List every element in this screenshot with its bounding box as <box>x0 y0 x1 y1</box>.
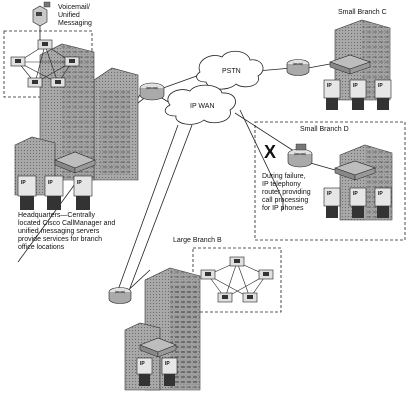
svg-text:IP: IP <box>48 180 53 186</box>
large-branch-b-building <box>124 267 201 391</box>
small-branch-c-switch-icon <box>329 54 371 75</box>
branch-c-router-icon <box>286 59 310 76</box>
hq-server-cluster <box>10 39 80 88</box>
hq-description-line-4: provide services for branch <box>18 236 103 243</box>
hq-switch-icon <box>54 151 96 174</box>
hq-description-line-3: unified messaging servers <box>18 228 100 235</box>
svg-text:IP: IP <box>353 191 358 197</box>
small-branch-c-ip-phones: IP IP IP <box>323 79 392 110</box>
hq-router-icon <box>139 82 165 101</box>
voicemail-server-icon <box>32 1 51 27</box>
hq-description-line-5: office locations <box>18 244 65 251</box>
link-failure-mark: X <box>264 142 276 162</box>
svg-text:IP: IP <box>327 83 332 89</box>
failure-description: During failure, IP telephony router prov… <box>262 173 311 213</box>
svg-text:IP: IP <box>165 361 170 367</box>
svg-text:IP: IP <box>378 83 383 89</box>
svg-text:IP: IP <box>378 191 383 197</box>
svg-text:IP: IP <box>327 191 332 197</box>
small-branch-d-ip-phones: IP IP IP <box>323 187 392 218</box>
failure-description-line-2: IP telephony <box>262 181 301 188</box>
voicemail-label: Voicemail/ Unified Messaging <box>58 4 92 27</box>
failure-description-line-4: call processing <box>262 197 309 204</box>
large-branch-b-switch-icon <box>139 337 177 358</box>
small-branch-d-box <box>254 121 406 241</box>
svg-text:IP: IP <box>77 180 82 186</box>
hq-description: Headquarters—Centrally located Cisco Cal… <box>18 212 115 252</box>
small-branch-d-label: Small Branch D <box>300 126 349 133</box>
svg-text:IP: IP <box>140 361 145 367</box>
large-branch-b-label: Large Branch B <box>173 237 222 244</box>
large-branch-b-router-icon <box>108 287 132 304</box>
small-branch-d-switch-icon <box>334 160 376 181</box>
failure-description-line-3: router providing <box>262 189 311 196</box>
small-branch-c-label: Small Branch C <box>338 9 387 16</box>
failure-description-line-5: for IP phones <box>262 205 304 212</box>
svg-text:IP: IP <box>353 83 358 89</box>
hq-description-line-1: Headquarters—Centrally <box>18 212 96 219</box>
hq-ip-phones: IP IP IP <box>17 175 93 210</box>
large-branch-b-ip-phones: IP IP <box>136 357 178 386</box>
large-branch-b-server-cluster <box>200 256 274 303</box>
hq-description-line-2: located Cisco CallManager and <box>18 220 116 227</box>
ip-wan-cloud: IP WAN <box>164 84 236 125</box>
failure-description-line-1: During failure, <box>262 173 306 180</box>
svg-text:IP: IP <box>21 180 26 186</box>
svg-text:IP WAN: IP WAN <box>190 103 215 110</box>
svg-text:PSTN: PSTN <box>222 68 241 75</box>
small-branch-d-router-icon <box>287 143 313 168</box>
pstn-cloud: PSTN <box>196 50 264 90</box>
